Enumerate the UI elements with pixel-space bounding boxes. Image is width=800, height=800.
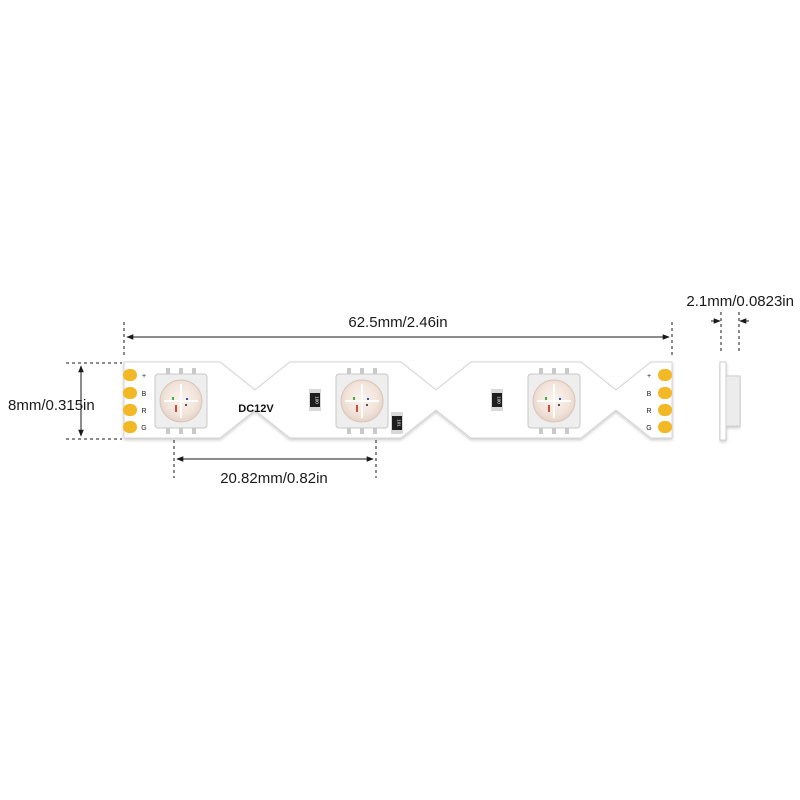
led-chip-3: [527, 368, 581, 434]
left-pad-label-r: R: [141, 408, 146, 415]
right-pad-label-g: G: [646, 425, 651, 432]
left-pad-plus: [123, 369, 137, 381]
width-dimension: 8mm/0.315in: [8, 362, 122, 440]
left-pad-r: [123, 404, 137, 416]
left-pad-b: [123, 387, 137, 399]
resistor-1-label: 100: [314, 396, 319, 404]
right-solder-pads: + B R G: [646, 369, 672, 433]
led-chip-2: [335, 368, 389, 434]
resistor-3-label: 100: [496, 396, 501, 404]
left-pad-g: [123, 421, 137, 433]
right-pad-g: [658, 421, 672, 433]
resistor-2: 101: [391, 412, 403, 434]
thickness-label: 2.1mm/0.0823in: [686, 293, 794, 310]
right-pad-label-r: R: [646, 408, 651, 415]
strip-side-profile: [719, 361, 741, 441]
pitch-label: 20.82mm/0.82in: [220, 470, 328, 487]
right-pad-b: [658, 387, 672, 399]
total-length-label: 62.5mm/2.46in: [348, 314, 447, 331]
right-pad-label-b: B: [647, 391, 652, 398]
led-chip-1: [154, 368, 208, 434]
left-pad-label-g: G: [141, 425, 146, 432]
width-label: 8mm/0.315in: [8, 397, 95, 414]
left-pad-label-b: B: [142, 391, 147, 398]
voltage-label: DC12V: [238, 403, 274, 415]
total-length-dimension: 62.5mm/2.46in: [123, 314, 673, 358]
resistor-2-label: 101: [396, 419, 401, 427]
thickness-dimension: 2.1mm/0.0823in: [686, 293, 794, 352]
resistor-3: 100: [491, 389, 503, 411]
left-pad-label-plus: +: [142, 373, 146, 380]
left-solder-pads: + B R G: [123, 369, 147, 433]
right-pad-label-plus: +: [647, 373, 651, 380]
right-pad-plus: [658, 369, 672, 381]
pitch-dimension: 20.82mm/0.82in: [173, 440, 377, 487]
right-pad-r: [658, 404, 672, 416]
resistor-1: 100: [309, 389, 321, 411]
